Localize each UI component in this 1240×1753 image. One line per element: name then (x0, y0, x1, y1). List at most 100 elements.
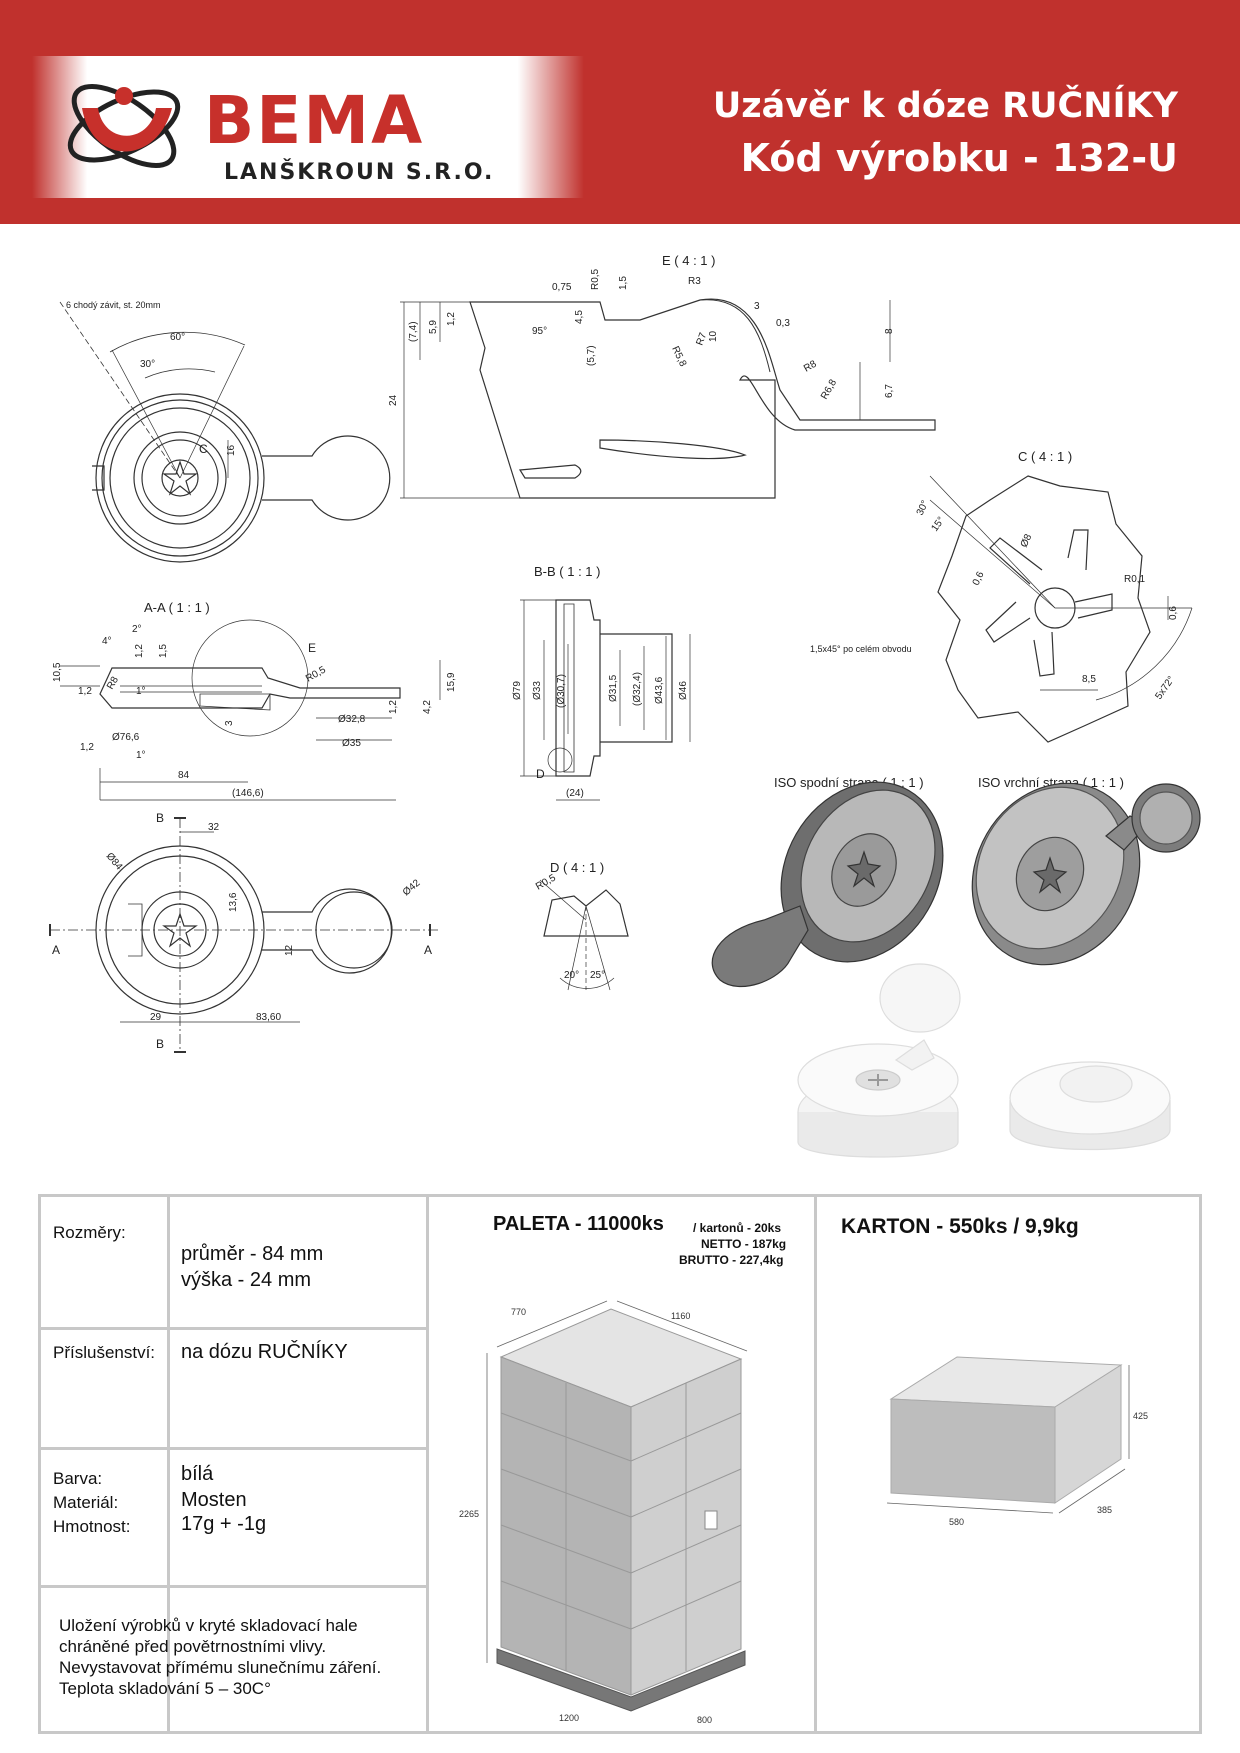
dim-7-4: (7,4) (408, 321, 419, 342)
dim-83-60: 83,60 (256, 1012, 281, 1023)
dim-3-aa: 3 (224, 720, 235, 726)
detail-c-letter: C (199, 442, 208, 456)
divider (167, 1197, 170, 1731)
dim-d43-6: Ø43,6 (654, 676, 665, 704)
view-aa-title: A-A ( 1 : 1 ) (144, 600, 210, 615)
angle-30-label: 30° (140, 359, 155, 370)
dim-95deg: 95° (532, 326, 547, 337)
divider (41, 1585, 429, 1588)
weight-value: 17g + -1g (181, 1513, 267, 1535)
section-b-marker-bottom: B (156, 1037, 164, 1051)
dim-25deg: 25° (590, 970, 605, 981)
dim-0-75: 0,75 (552, 282, 572, 293)
dim-d79: Ø79 (512, 681, 523, 700)
dim-d33: Ø33 (532, 681, 543, 700)
section-aa-view (60, 619, 441, 801)
view-d-title: D ( 4 : 1 ) (550, 860, 604, 875)
dim-1-2-aa4: 1,2 (80, 742, 94, 753)
dim-r7: R7 (694, 331, 709, 347)
product-title: Uzávěr k dóze RUČNÍKY (712, 86, 1178, 126)
carton-dim-d: 385 (1097, 1505, 1112, 1515)
material-label: Materiál: (53, 1493, 119, 1512)
white-cap-open-render (797, 963, 961, 1158)
dim-15-9: 15,9 (446, 672, 457, 692)
divider (41, 1447, 429, 1450)
brand-name: BEMA (204, 82, 425, 159)
storage-note: Uložení výrobků v kryté skladovací hale … (59, 1615, 381, 1699)
bottom-view (49, 817, 440, 1053)
dim-r0-1: R0,1 (1124, 574, 1146, 585)
divider (426, 1197, 429, 1731)
dim-r3: R3 (688, 276, 701, 287)
detail-d-letter: D (536, 767, 545, 781)
divider (814, 1197, 817, 1731)
info-table: Rozměry: průměr - 84 mm výška - 24 mm Př… (38, 1194, 1202, 1734)
detail-c-view (929, 475, 1193, 743)
dim-4-5: 4,5 (574, 310, 585, 324)
accessory-label: Příslušenství: (53, 1343, 156, 1362)
dim-1-2-aa: 1,2 (78, 686, 92, 697)
logo-mark-icon (67, 83, 181, 169)
dim-10: 10 (708, 330, 719, 342)
dim-32: 32 (208, 822, 220, 833)
storage-line: Nevystavovat přímému slunečnímu záření. (59, 1658, 382, 1677)
pallet-title: PALETA - 11000ks (493, 1213, 664, 1235)
storage-line: Uložení výrobků v kryté skladovací hale (59, 1616, 358, 1635)
dim-6-7: 6,7 (884, 384, 895, 398)
pallet-netto: NETTO - 187kg (701, 1237, 787, 1251)
dim-d32-8: Ø32,8 (338, 714, 366, 725)
dim-13-6: 13,6 (228, 892, 239, 912)
dim-5x72: 5x72° (1153, 674, 1177, 701)
logo: BEMA LANŠKROUN S.R.O. (32, 56, 584, 198)
detail-e-letter: E (308, 641, 316, 655)
dim-r0-5-d: R0,5 (534, 872, 558, 892)
diameter-value: průměr - 84 mm (181, 1243, 324, 1265)
dim-d8: Ø8 (1019, 532, 1035, 549)
dims-label: Rozměry: (53, 1223, 126, 1242)
view-bb-title: B-B ( 1 : 1 ) (534, 564, 600, 579)
carton-dim-w: 580 (949, 1517, 964, 1527)
dim-1-2: 1,2 (446, 312, 457, 326)
carton-dim-h: 425 (1133, 1411, 1148, 1421)
dim-1-2-aa3: 1,2 (388, 700, 399, 714)
dim-29: 29 (150, 1012, 162, 1023)
dim-15deg: 15° (929, 515, 947, 534)
pallet-dim-base-w: 1200 (559, 1713, 579, 1723)
height-value: výška - 24 mm (181, 1269, 312, 1291)
section-bb-view (520, 599, 691, 801)
white-cap-closed-render (1009, 1061, 1171, 1151)
accessory-value: na dózu RUČNÍKY (181, 1341, 348, 1363)
dim-24-bb: (24) (566, 788, 584, 799)
dim-1deg-a: 1° (136, 686, 146, 697)
dim-r0-5-aa: R0,5 (304, 664, 328, 684)
pallet-dim-w: 770 (511, 1307, 526, 1317)
detail-d-view (539, 879, 629, 991)
dim-0-6-a: 0,6 (971, 570, 987, 588)
technical-drawing: 6 chodý závit, st. 20mm 60° 30° C 16 E (… (49, 253, 1201, 1158)
section-a-marker-left: A (52, 943, 60, 957)
dim-r8: R8 (802, 358, 819, 374)
detail-e-view (400, 298, 936, 499)
color-value: bílá (181, 1463, 214, 1485)
dim-d76-6: Ø76,6 (112, 732, 140, 743)
color-label: Barva: (53, 1469, 103, 1488)
pallet-illustration: 770 1160 2265 1200 800 (459, 1300, 748, 1725)
iso-top-render (971, 782, 1201, 966)
section-a-marker-right: A (424, 943, 432, 957)
dim-8: 8 (884, 328, 895, 334)
dim-12: 12 (284, 944, 295, 956)
pallet-brutto: BRUTTO - 227,4kg (679, 1253, 784, 1267)
dim-d42: Ø42 (401, 877, 423, 898)
dim-4-2: 4,2 (422, 700, 433, 714)
storage-line: chráněné před povětrnostními vlivy. (59, 1637, 327, 1656)
pallet-dim-h: 2265 (459, 1509, 479, 1519)
chamfer-note: 1,5x45° po celém obvodu (810, 644, 912, 654)
brand-subtitle: LANŠKROUN S.R.O. (224, 160, 495, 185)
thread-note: 6 chodý závit, st. 20mm (66, 300, 161, 310)
pallet-dim-base-d: 800 (697, 1715, 712, 1725)
dim-16: 16 (226, 444, 237, 456)
view-e-title: E ( 4 : 1 ) (662, 253, 715, 268)
top-view (59, 301, 391, 563)
dim-30deg: 30° (915, 499, 931, 517)
view-c-title: C ( 4 : 1 ) (1018, 449, 1072, 464)
